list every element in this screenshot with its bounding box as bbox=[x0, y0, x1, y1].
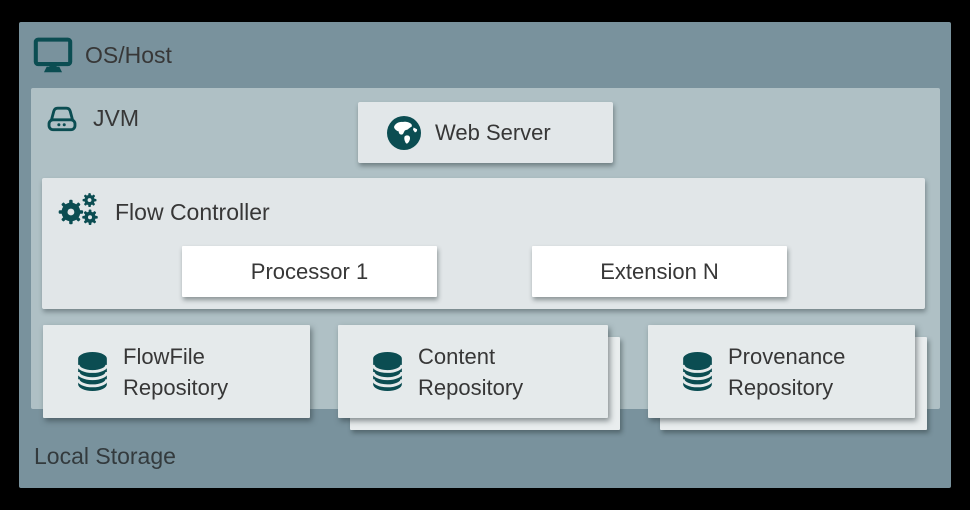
gears-icon bbox=[58, 193, 98, 225]
flowfile-repository-card: FlowFile Repository bbox=[43, 325, 310, 418]
flowfile-repository-label: FlowFile Repository bbox=[123, 341, 228, 403]
database-icon bbox=[76, 352, 109, 391]
jvm-label: JVM bbox=[93, 104, 139, 131]
local-storage-label: Local Storage bbox=[34, 443, 176, 469]
processor-label: Processor 1 bbox=[250, 258, 369, 284]
content-repository-label: Content Repository bbox=[418, 341, 523, 403]
provenance-repository-label: Provenance Repository bbox=[728, 341, 845, 403]
repo-label-line2: Repository bbox=[123, 374, 229, 400]
database-icon bbox=[371, 352, 404, 391]
monitor-icon bbox=[33, 37, 73, 73]
extension-box: Extension N bbox=[532, 246, 787, 297]
repo-label-line2: Repository bbox=[418, 374, 524, 400]
jvm-header: JVM bbox=[44, 101, 139, 135]
provenance-repository-card: Provenance Repository bbox=[648, 325, 915, 418]
web-server-box: Web Server bbox=[358, 102, 613, 163]
flow-controller-header: Flow Controller bbox=[57, 191, 270, 233]
repo-label-line1: Content bbox=[418, 343, 496, 369]
os-host-label: OS/Host bbox=[85, 41, 172, 68]
globe-icon bbox=[387, 115, 421, 150]
hard-drive-icon bbox=[47, 106, 77, 132]
content-repository-card: Content Repository bbox=[338, 325, 608, 418]
repo-label-line1: Provenance bbox=[728, 343, 846, 369]
repo-label-line2: Repository bbox=[728, 374, 834, 400]
database-icon bbox=[681, 352, 714, 391]
web-server-label: Web Server bbox=[435, 119, 551, 145]
os-host-header: OS/Host bbox=[33, 36, 172, 74]
extension-label: Extension N bbox=[600, 258, 719, 284]
processor-box: Processor 1 bbox=[182, 246, 437, 297]
repo-label-line1: FlowFile bbox=[123, 343, 205, 369]
flow-controller-label: Flow Controller bbox=[115, 198, 270, 225]
